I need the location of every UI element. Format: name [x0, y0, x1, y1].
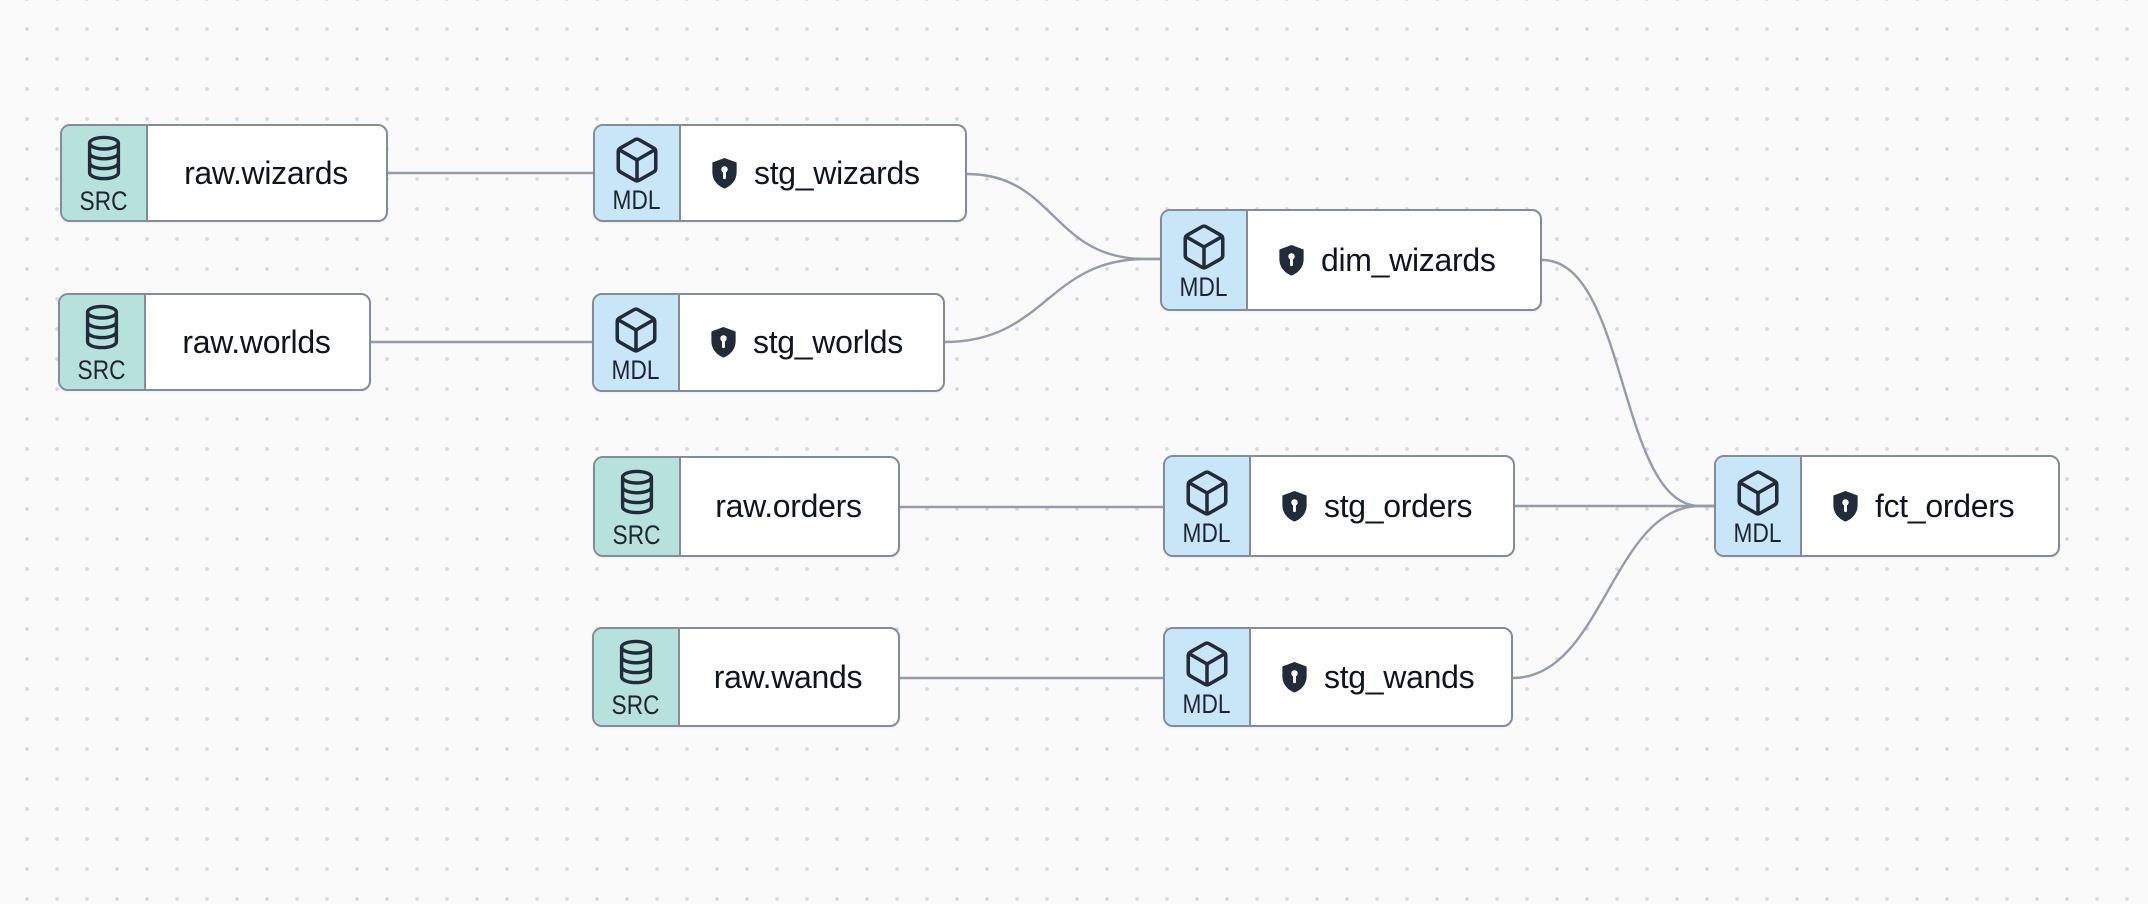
database-icon	[80, 134, 128, 186]
node-type-label: MDL	[612, 354, 660, 385]
node-body: fct_orders	[1802, 457, 2058, 555]
node-name: raw.wands	[713, 658, 863, 695]
node-type-badge: SRC	[595, 458, 681, 555]
edge-stg_wizards-to-dim_wizards	[966, 172, 1160, 261]
cube-icon	[612, 135, 662, 185]
node-body: stg_worlds	[680, 295, 943, 390]
node-type-label: MDL	[1180, 272, 1228, 303]
shield-icon	[1278, 660, 1311, 695]
node-type-badge: MDL	[595, 126, 681, 220]
node-body: stg_orders	[1251, 457, 1513, 555]
node-type-label: SRC	[78, 355, 126, 386]
lineage-node-raw_wizards[interactable]: SRC raw.wizards	[60, 124, 388, 222]
node-type-badge: MDL	[1162, 211, 1248, 309]
node-name: raw.wizards	[184, 154, 348, 191]
shield-icon	[1278, 489, 1311, 524]
node-name: dim_wizards	[1321, 241, 1496, 278]
cube-icon	[1179, 222, 1229, 272]
cube-icon	[611, 305, 661, 355]
lineage-node-fct_orders[interactable]: MDL fct_orders	[1714, 455, 2060, 557]
node-body: dim_wizards	[1248, 211, 1540, 309]
node-body: stg_wizards	[681, 126, 965, 220]
node-type-label: MDL	[1183, 518, 1231, 549]
node-type-label: MDL	[613, 185, 661, 216]
shield-icon	[708, 156, 741, 191]
node-type-badge: SRC	[62, 126, 148, 220]
node-type-badge: MDL	[1716, 457, 1802, 555]
node-type-label: SRC	[80, 186, 128, 217]
cube-icon	[1733, 468, 1783, 518]
node-body: raw.wands	[680, 629, 898, 725]
node-body: raw.wizards	[148, 126, 386, 220]
cube-icon	[1182, 468, 1232, 518]
lineage-node-stg_wizards[interactable]: MDL stg_wizards	[593, 124, 967, 222]
node-type-label: SRC	[613, 519, 661, 550]
edge-dim_wizards-to-fct_orders	[1541, 258, 1714, 508]
node-name: stg_wizards	[754, 154, 920, 191]
node-type-badge: MDL	[1165, 629, 1251, 725]
lineage-node-raw_worlds[interactable]: SRC raw.worlds	[58, 293, 371, 391]
node-type-badge: SRC	[594, 629, 680, 725]
edge-stg_worlds-to-dim_wizards	[944, 257, 1160, 344]
shield-icon	[1829, 489, 1862, 524]
node-body: stg_wands	[1251, 629, 1511, 725]
lineage-node-raw_orders[interactable]: SRC raw.orders	[593, 456, 900, 557]
shield-icon	[1275, 243, 1308, 278]
cube-icon	[1182, 639, 1232, 689]
lineage-node-raw_wands[interactable]: SRC raw.wands	[592, 627, 900, 727]
node-type-label: MDL	[1734, 518, 1782, 549]
node-type-badge: SRC	[60, 295, 146, 389]
database-icon	[613, 468, 661, 520]
node-name: stg_worlds	[753, 324, 903, 360]
node-type-badge: MDL	[594, 295, 680, 390]
edge-stg_wands-to-fct_orders	[1512, 504, 1714, 680]
node-body: raw.orders	[681, 458, 898, 555]
node-name: stg_orders	[1324, 487, 1473, 524]
shield-icon	[707, 325, 740, 360]
node-name: stg_wands	[1324, 658, 1475, 695]
lineage-node-stg_wands[interactable]: MDL stg_wands	[1163, 627, 1513, 727]
node-name: fct_orders	[1875, 487, 2015, 524]
node-body: raw.worlds	[146, 295, 369, 389]
lineage-node-stg_orders[interactable]: MDL stg_orders	[1163, 455, 1515, 557]
node-type-badge: MDL	[1165, 457, 1251, 555]
node-type-label: MDL	[1183, 689, 1231, 720]
database-icon	[78, 303, 126, 355]
database-icon	[612, 638, 660, 690]
lineage-node-dim_wizards[interactable]: MDL dim_wizards	[1160, 209, 1542, 311]
node-type-label: SRC	[612, 690, 660, 721]
node-name: raw.orders	[715, 488, 862, 524]
lineage-node-stg_worlds[interactable]: MDL stg_worlds	[592, 293, 945, 392]
node-name: raw.worlds	[182, 323, 331, 360]
